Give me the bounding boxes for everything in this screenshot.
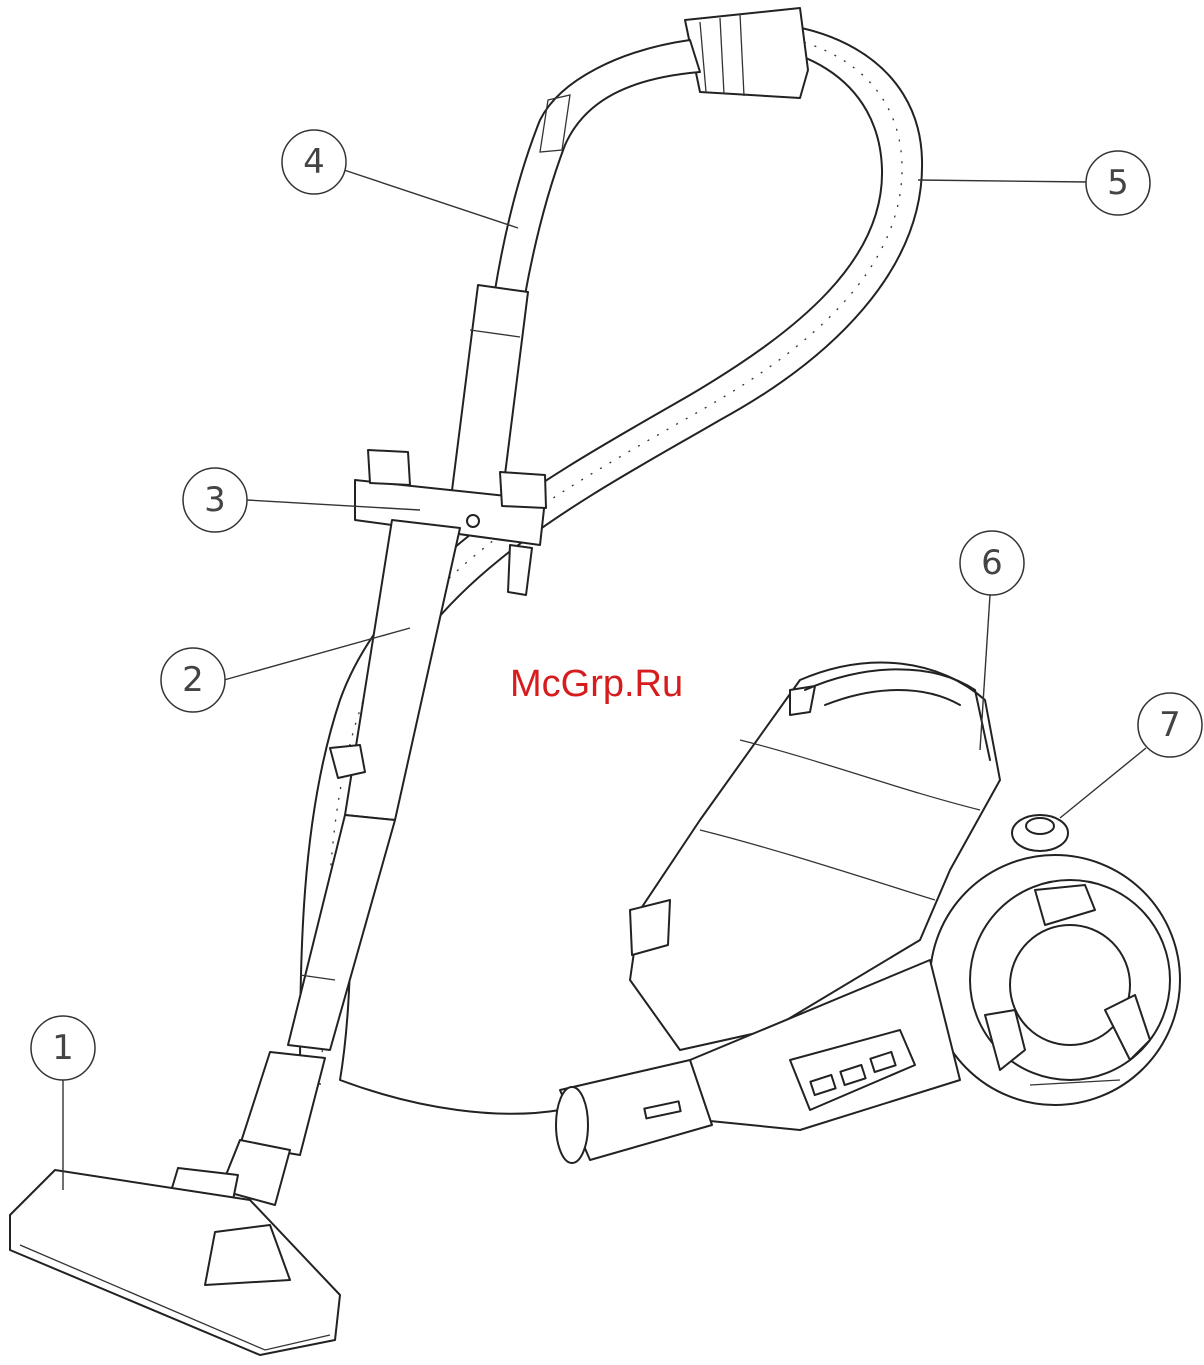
callout-number-7: 7	[1159, 705, 1181, 745]
callout-7: 7	[1060, 693, 1202, 818]
watermark-text: McGrp.Ru	[510, 663, 683, 705]
vacuum-body	[556, 663, 1180, 1163]
callout-number-4: 4	[303, 142, 325, 182]
callout-number-6: 6	[981, 543, 1003, 583]
telescopic-tube	[240, 520, 460, 1155]
callout-number-1: 1	[52, 1028, 74, 1068]
callout-number-5: 5	[1107, 163, 1129, 203]
callout-5: 5	[918, 151, 1150, 215]
callout-4: 4	[282, 130, 518, 228]
floor-nozzle	[10, 1140, 340, 1355]
callout-1: 1	[31, 1016, 95, 1190]
hose-handle	[448, 40, 700, 530]
callout-number-2: 2	[182, 660, 204, 700]
callout-number-3: 3	[204, 480, 226, 520]
